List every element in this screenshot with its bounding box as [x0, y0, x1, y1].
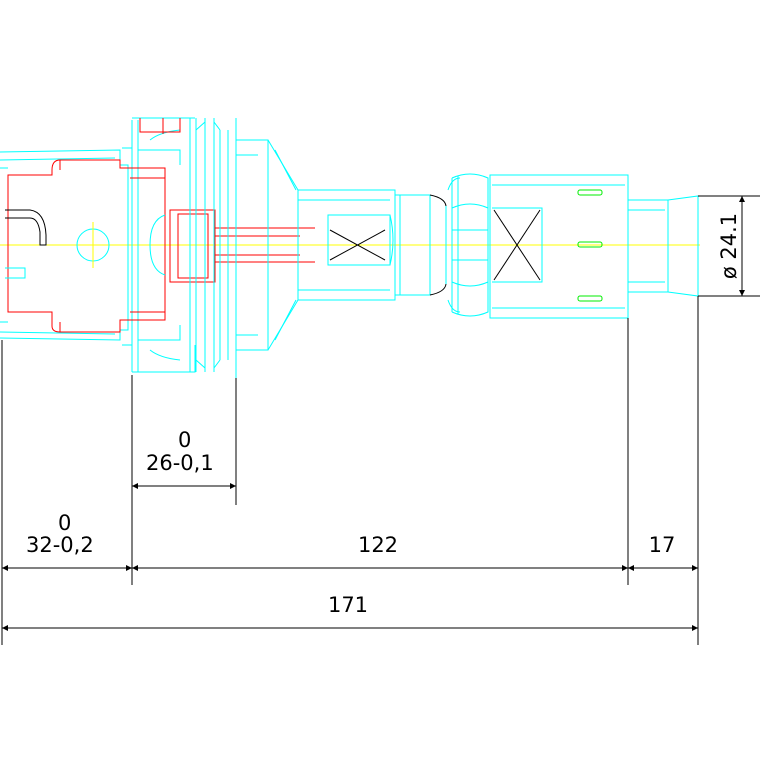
shank-section — [298, 189, 447, 301]
dim-segment-3: 17 — [649, 533, 676, 557]
dimension-groove: 0 26-0,1 — [132, 428, 236, 489]
dimension-diameter: ø 24.1 — [717, 196, 745, 296]
dim-diameter-value: 24.1 — [717, 213, 741, 260]
holder-pin-slot — [5, 209, 166, 279]
dimension-total: 171 — [2, 593, 698, 631]
flange-section — [189, 118, 299, 378]
extension-lines — [1, 195, 760, 645]
holder-internal-bore — [7, 118, 315, 333]
dim-groove-width: 26-0,1 — [146, 451, 214, 475]
dim-segment-1-upper-tol: 0 — [58, 511, 71, 535]
dim-diameter-symbol: ø — [717, 266, 741, 279]
holder-body — [0, 117, 196, 373]
dim-groove-upper-tol: 0 — [178, 428, 191, 452]
dim-segment-1: 32-0,2 — [26, 533, 94, 557]
dim-segment-2: 122 — [358, 533, 398, 557]
dimension-chain: 0 32-0,2 122 17 — [2, 511, 698, 571]
right-body — [489, 174, 699, 319]
dim-diameter: ø 24.1 — [717, 213, 741, 279]
hex-nut — [445, 173, 489, 317]
dim-total-length: 171 — [328, 593, 368, 617]
